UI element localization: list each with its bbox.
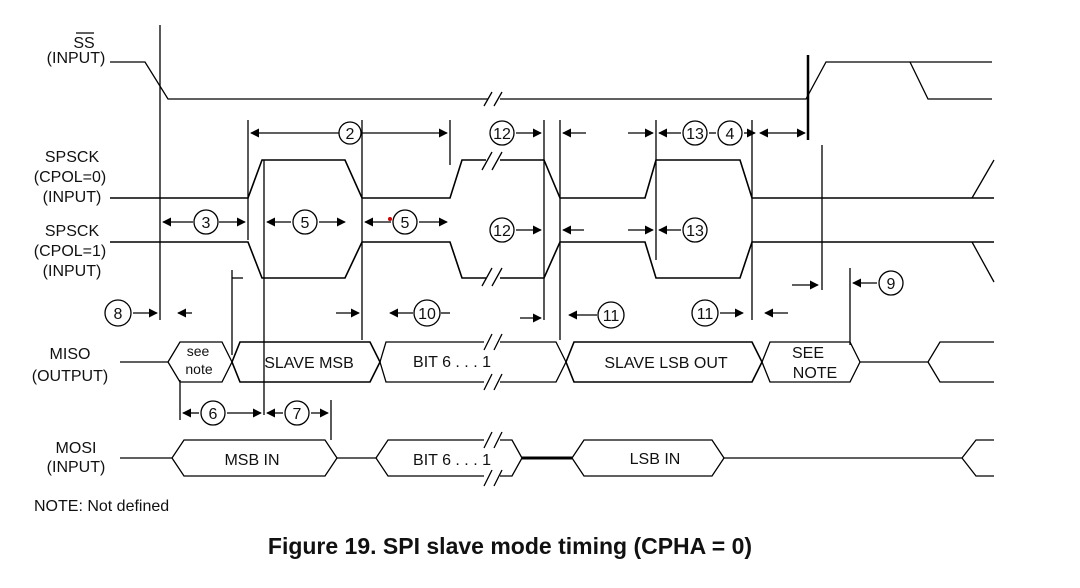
- marker-5: 5: [301, 215, 310, 232]
- ss-waveform: [110, 61, 488, 100]
- marker-circle-6: [200, 400, 226, 426]
- ss-dir: (INPUT): [47, 50, 106, 67]
- miso-line: [860, 341, 994, 383]
- marker-circle-11: [597, 301, 625, 329]
- miso-see-note-line1: see: [187, 343, 210, 359]
- marker-10: 10: [418, 306, 436, 323]
- spsck0-dir: (INPUT): [43, 189, 102, 206]
- marker-13b: 13: [686, 223, 704, 240]
- miso-see-note-end-line2: NOTE: [793, 365, 837, 382]
- spsck1-waveform: [971, 241, 995, 283]
- marker-circle-8: [104, 299, 132, 327]
- miso-break: [483, 333, 503, 391]
- miso-cell-bit6: [379, 341, 484, 383]
- spsck1-dir: (INPUT): [43, 263, 102, 280]
- marker-3: 3: [202, 215, 211, 232]
- marker-12b: 12: [493, 223, 511, 240]
- ss-name: SS: [73, 35, 94, 52]
- spsck0-name: SPSCK: [45, 149, 100, 166]
- miso-see-note-end-line1: SEE: [792, 345, 824, 362]
- mosi-lsb-in-label: LSB IN: [630, 451, 681, 468]
- spsck1-waveform: [110, 241, 486, 279]
- miso-bit6-label: BIT 6 . . . 1: [413, 354, 491, 371]
- mosi-name: MOSI: [56, 440, 97, 457]
- marker-circle-13: [682, 120, 708, 146]
- marker-circle-9: [878, 270, 904, 296]
- mosi-bit6-label: BIT 6 . . . 1: [413, 452, 491, 469]
- spsck1-break: [481, 267, 503, 287]
- spsck0-mode: (CPOL=0): [34, 169, 106, 186]
- marker-circle-2: [338, 121, 362, 145]
- marker-circle-5b: [392, 209, 418, 235]
- marker-circle-4: [717, 120, 743, 146]
- ss-break: [483, 91, 503, 107]
- marker-12: 12: [493, 126, 511, 143]
- miso-name: MISO: [50, 346, 91, 363]
- spsck1-name: SPSCK: [45, 223, 100, 240]
- spsck0-break: [481, 151, 503, 171]
- marker-circle-13b: [682, 217, 708, 243]
- marker-8: 8: [114, 306, 123, 323]
- marker-2: 2: [346, 126, 355, 143]
- marker-6: 6: [209, 406, 218, 423]
- spsck0-waveform: [500, 159, 994, 199]
- footnote: NOTE: Not defined: [34, 498, 169, 515]
- marker-11b: 11: [697, 306, 714, 323]
- mosi-dir: (INPUT): [47, 459, 106, 476]
- mosi-line: [724, 439, 994, 477]
- spsck0-waveform: [971, 159, 995, 199]
- marker-circle-3: [193, 209, 219, 235]
- ss-waveform: [909, 61, 992, 100]
- mosi-cell-bit6: [500, 439, 523, 477]
- miso-cell-bit6: [500, 341, 567, 383]
- spsck1-mode: (CPOL=1): [34, 243, 106, 260]
- marker-7: 7: [293, 406, 302, 423]
- marker-13: 13: [686, 126, 704, 143]
- mosi-break: [483, 431, 503, 487]
- spsck1-waveform: [500, 241, 994, 279]
- mosi-cell-bit6: [375, 439, 484, 477]
- marker-9: 9: [887, 276, 896, 293]
- figure-caption: Figure 19. SPI slave mode timing (CPHA =…: [268, 533, 752, 559]
- marker-circle-12: [489, 120, 515, 146]
- marker-5b: 5: [401, 215, 410, 232]
- marker-11: 11: [603, 308, 620, 325]
- miso-dir: (OUTPUT): [32, 368, 108, 385]
- red-dot: [388, 217, 392, 221]
- marker-circle-10: [413, 299, 441, 327]
- ss-waveform: [500, 61, 992, 100]
- marker-4: 4: [726, 126, 735, 143]
- mosi-cell-msb-in: [120, 439, 338, 477]
- marker-circle-5: [292, 209, 318, 235]
- miso-see-note-line2: note: [185, 361, 212, 377]
- marker-circle-11b: [691, 299, 719, 327]
- spsck0-waveform: [110, 159, 486, 199]
- marker-circle-12b: [489, 217, 515, 243]
- mosi-msb-in-label: MSB IN: [224, 452, 279, 469]
- miso-slave-msb-label: SLAVE MSB: [264, 355, 354, 372]
- marker-circle-7: [284, 400, 310, 426]
- miso-slave-lsb-label: SLAVE LSB OUT: [604, 355, 728, 372]
